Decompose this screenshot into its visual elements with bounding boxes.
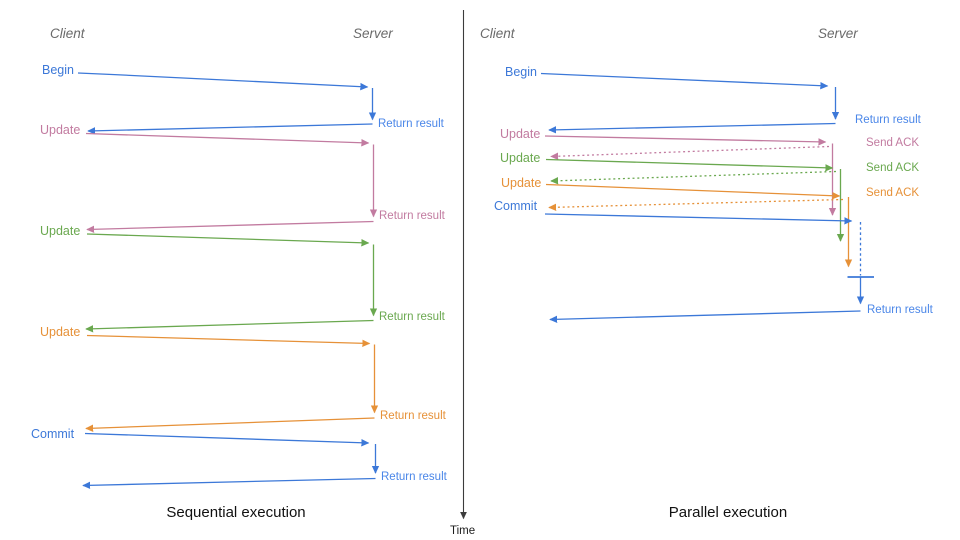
seq-return5-label: Return result bbox=[381, 471, 447, 483]
par-update2-arrows bbox=[545, 158, 845, 242]
par-ack2-label: Send ACK bbox=[866, 162, 920, 174]
seq-update2-label: Update bbox=[40, 224, 81, 238]
par-begin-label: Begin bbox=[505, 65, 537, 79]
seq-return3-label: Return result bbox=[379, 311, 445, 323]
par-update2-label: Update bbox=[500, 151, 541, 165]
parallel-lines bbox=[540, 72, 874, 324]
seq-update3-arrows bbox=[85, 334, 379, 432]
par-return-final-label: Return result bbox=[867, 304, 933, 316]
seq-return4-label: Return result bbox=[380, 410, 446, 422]
par-ack1-label: Send ACK bbox=[866, 137, 920, 149]
seq-update1-arrows bbox=[85, 132, 378, 234]
par-update1-arrows bbox=[544, 135, 837, 216]
seq-update2-arrows bbox=[85, 233, 378, 333]
seq-client-header: Client bbox=[50, 26, 85, 41]
seq-commit-label: Commit bbox=[31, 427, 75, 441]
parallel-caption: Parallel execution bbox=[668, 504, 788, 521]
par-return1-label: Return result bbox=[855, 114, 921, 126]
seq-return1-label: Return result bbox=[378, 118, 444, 130]
par-commit-arrows bbox=[544, 213, 874, 324]
seq-begin-label: Begin bbox=[42, 63, 74, 77]
par-begin-arrows bbox=[540, 72, 840, 134]
seq-begin-arrows bbox=[77, 72, 377, 135]
par-update3-arrows bbox=[545, 183, 853, 268]
time-axis-label: Time bbox=[450, 525, 476, 537]
par-commit-label: Commit bbox=[494, 199, 538, 213]
sequential-lines bbox=[77, 72, 380, 490]
seq-update1-label: Update bbox=[40, 123, 81, 137]
seq-update3-label: Update bbox=[40, 325, 81, 339]
par-update1-label: Update bbox=[500, 127, 541, 141]
par-server-header: Server bbox=[818, 26, 858, 41]
seq-server-header: Server bbox=[353, 26, 393, 41]
par-ack3-label: Send ACK bbox=[866, 187, 920, 199]
sequential-caption: Sequential execution bbox=[166, 504, 306, 521]
par-update3-label: Update bbox=[501, 176, 542, 190]
seq-commit-arrows bbox=[82, 432, 380, 490]
par-client-header: Client bbox=[480, 26, 515, 41]
seq-return2-label: Return result bbox=[379, 210, 445, 222]
